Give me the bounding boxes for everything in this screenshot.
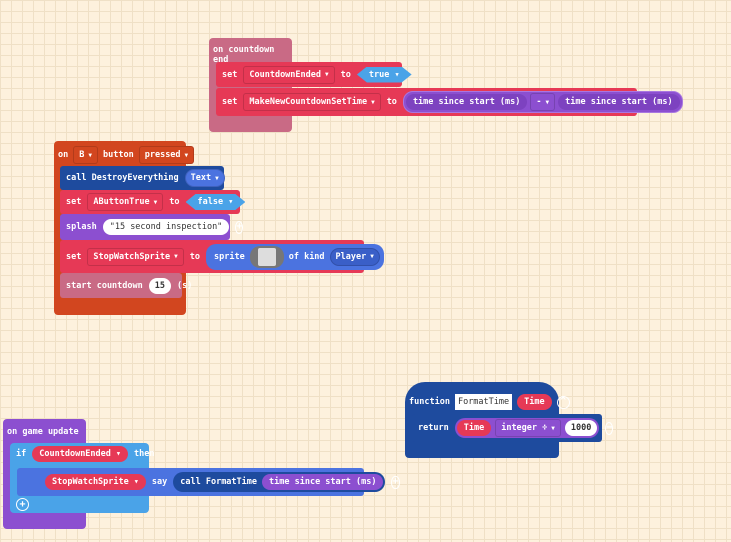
return-block[interactable]: return Time integer ÷ 1000 − [412,414,614,442]
splash-text-input[interactable]: "15 second inspection" [102,219,230,235]
divisor-input[interactable]: 1000 [564,420,598,436]
set-abutton-block[interactable]: set AButtonTrue to false ▾ [60,190,240,214]
sprite-label: sprite [214,251,245,262]
time-since-start-block[interactable]: time since start (ms) [405,94,528,110]
variable-dropdown[interactable]: CountdownEnded [243,65,335,84]
set-countdown-time-block[interactable]: set MakeNewCountdownSetTime to time sinc… [216,88,683,116]
to-label: to [189,251,200,262]
unit-label: (s) [177,280,193,291]
start-countdown-block[interactable]: start countdown 15 (s) [60,273,192,298]
operator-dropdown[interactable]: - [530,93,556,111]
of-kind-label: of kind [288,251,325,262]
function-name-input[interactable]: FormatTime [454,394,513,410]
create-sprite-block[interactable]: sprite of kind Player [206,243,384,270]
sprite-label: StopWatchSprite [52,477,129,487]
then-label: then [134,449,155,459]
event-label: on countdown end [213,45,275,65]
kind-dropdown[interactable]: Player [329,247,380,266]
call-label: call DestroyEverything [66,173,179,183]
condition-label: CountdownEnded [39,449,111,459]
return-label: return [418,423,449,433]
condition-variable[interactable]: CountdownEnded▾ [32,446,129,462]
time-variable[interactable]: Time [456,420,492,436]
collapse-icon[interactable]: ^ [556,395,570,409]
integer-divide-block[interactable]: Time integer ÷ 1000 [454,418,600,438]
variable-dropdown[interactable]: StopWatchSprite [87,247,184,266]
start-countdown-label: start countdown [66,280,143,291]
if-label: if [16,449,27,459]
function-label: function [409,397,450,407]
call-destroy-everything-block[interactable]: call DestroyEverything Text [60,166,225,190]
sprite-image-picker[interactable] [249,245,284,268]
on-label: on [58,150,69,160]
call-format-time-block[interactable]: call FormatTime time since start (ms) [173,472,386,492]
event-dropdown[interactable]: pressed [138,146,195,164]
set-label: set [222,97,238,107]
time-since-start-block[interactable]: time since start (ms) [262,474,384,490]
add-icon[interactable]: + [235,220,244,234]
variable-dropdown[interactable]: AButtonTrue [87,193,164,211]
subtract-block[interactable]: time since start (ms) - time since start… [402,91,683,113]
set-sprite-block[interactable]: set StopWatchSprite to sprite of kind Pl… [60,240,384,273]
add-icon[interactable]: + [16,498,29,511]
call-label: call FormatTime [180,477,258,487]
boolean-value: false [197,197,224,207]
boolean-dropdown[interactable]: true ▾ [357,67,412,83]
to-label: to [169,197,180,207]
set-label: set [66,251,82,262]
say-label: say [151,477,168,487]
button-label: button [103,150,134,160]
boolean-value: true [368,69,390,80]
kind-dropdown[interactable]: Text [184,169,225,187]
splash-label: splash [66,222,97,232]
to-label: to [340,69,351,80]
time-since-start-block[interactable]: time since start (ms) [558,94,680,110]
operator-dropdown[interactable]: integer ÷ [495,419,561,437]
sprite-say-block[interactable]: StopWatchSprite▾ say call FormatTime tim… [17,468,400,496]
set-label: set [66,197,82,207]
button-dropdown[interactable]: B [73,146,98,164]
countdown-seconds-input[interactable]: 15 [148,277,172,294]
to-label: to [386,97,397,107]
variable-dropdown[interactable]: MakeNewCountdownSetTime [243,93,381,111]
sprite-variable[interactable]: StopWatchSprite▾ [45,474,146,490]
set-label: set [222,69,238,80]
remove-icon[interactable]: − [605,421,614,435]
add-icon[interactable]: + [391,475,400,489]
splash-block[interactable]: splash "15 second inspection" + [60,214,244,240]
set-countdown-ended-block[interactable]: set CountdownEnded to true ▾ [216,62,402,87]
event-label: on game update [7,427,79,437]
boolean-dropdown[interactable]: false ▾ [186,194,246,210]
parameter-time[interactable]: Time [517,394,552,410]
